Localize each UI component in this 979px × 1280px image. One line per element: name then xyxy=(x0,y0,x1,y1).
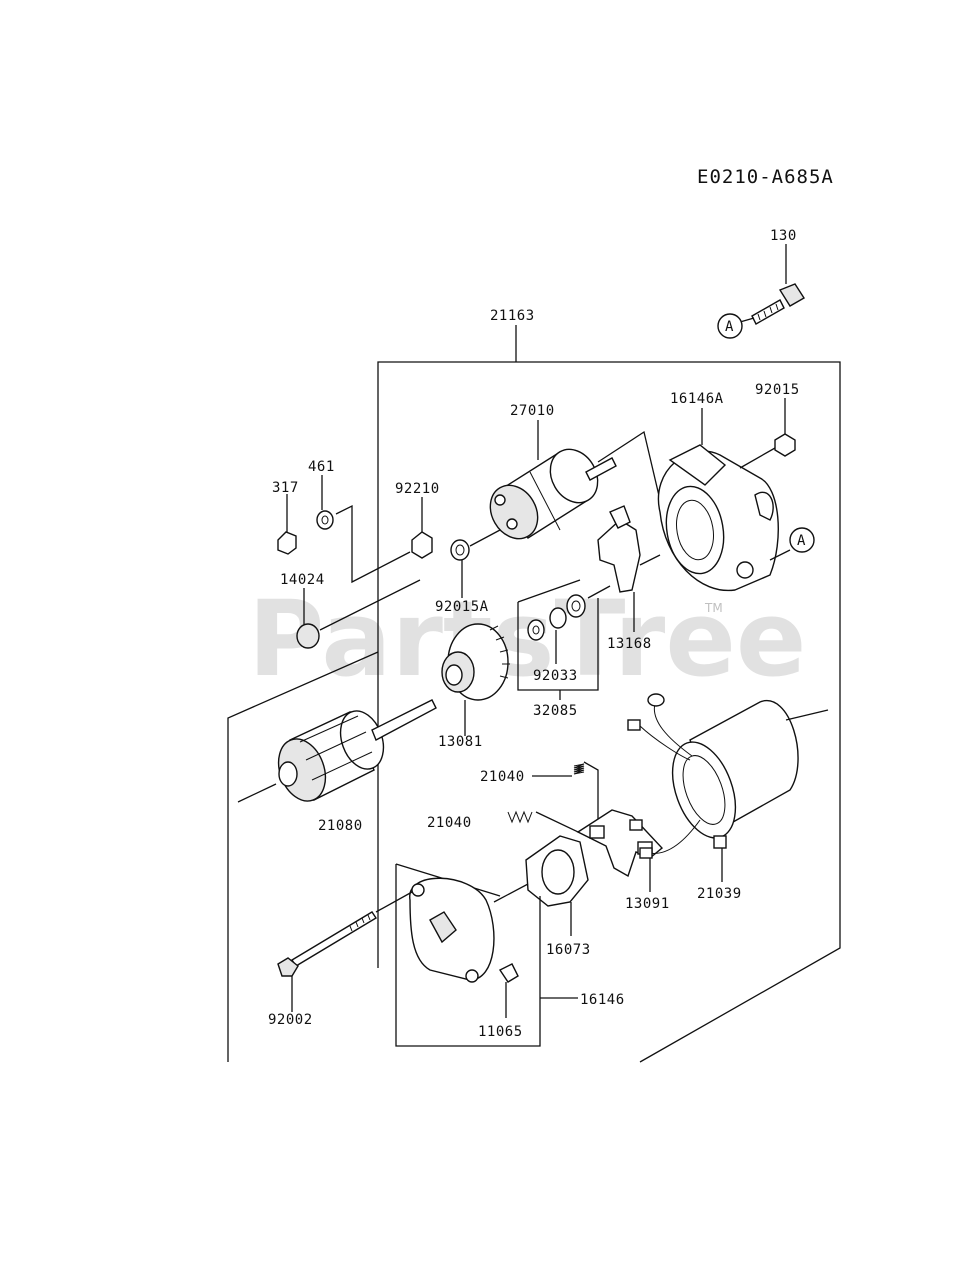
collar[interactable] xyxy=(566,594,586,618)
spring-21040-lower[interactable] xyxy=(507,810,533,824)
label-92015[interactable]: 92015 xyxy=(755,382,800,398)
label-21040-upper[interactable]: 21040 xyxy=(480,769,525,785)
label-14024[interactable]: 14024 xyxy=(280,572,325,588)
label-317[interactable]: 317 xyxy=(272,480,299,496)
label-92210[interactable]: 92210 xyxy=(395,481,440,497)
label-13168[interactable]: 13168 xyxy=(607,636,652,652)
label-130[interactable]: 130 xyxy=(770,228,797,244)
armature-21080[interactable] xyxy=(270,699,437,808)
label-92015A[interactable]: 92015A xyxy=(435,599,489,615)
through-bolt-92002[interactable] xyxy=(277,911,377,977)
screw-11065[interactable] xyxy=(498,963,519,983)
label-32085[interactable]: 32085 xyxy=(533,703,578,719)
bolt-130[interactable] xyxy=(739,283,805,325)
svg-text:A: A xyxy=(725,319,734,335)
bushing-14024[interactable] xyxy=(296,623,320,649)
washer-92015A[interactable] xyxy=(450,539,470,561)
label-21039[interactable]: 21039 xyxy=(697,886,742,902)
washer-92033-a[interactable] xyxy=(527,619,545,641)
label-13091[interactable]: 13091 xyxy=(625,896,670,912)
label-21163[interactable]: 21163 xyxy=(490,308,535,324)
assembly-outline xyxy=(227,325,841,1063)
plate-16073[interactable] xyxy=(525,835,589,907)
label-21080[interactable]: 21080 xyxy=(318,818,363,834)
label-92002[interactable]: 92002 xyxy=(268,1012,313,1028)
label-11065[interactable]: 11065 xyxy=(478,1024,523,1040)
svg-text:A: A xyxy=(797,533,806,549)
rear-cover-16146[interactable] xyxy=(395,863,541,1047)
label-13081[interactable]: 13081 xyxy=(438,734,483,750)
ref-marker-a-top: A xyxy=(717,313,743,339)
shift-lever-13168[interactable] xyxy=(597,505,641,593)
nut-92210[interactable] xyxy=(411,531,433,559)
diagram-code: E0210-A685A xyxy=(697,166,834,188)
ring-92033-b[interactable] xyxy=(549,607,567,629)
washer-461[interactable] xyxy=(316,510,334,530)
pinion-clutch-13081[interactable] xyxy=(441,623,510,701)
ref-marker-a-housing: A xyxy=(789,527,815,553)
label-16146[interactable]: 16146 xyxy=(580,992,625,1008)
watermark-trademark: TM xyxy=(704,601,723,615)
label-21040-lower[interactable]: 21040 xyxy=(427,815,472,831)
nut-92015[interactable] xyxy=(774,433,796,457)
yoke-field-coil[interactable] xyxy=(627,693,799,859)
spring-21040-upper[interactable] xyxy=(573,763,585,775)
label-461[interactable]: 461 xyxy=(308,459,335,475)
label-16146A[interactable]: 16146A xyxy=(670,391,724,407)
nut-317[interactable] xyxy=(277,531,297,555)
solenoid-27010[interactable] xyxy=(481,441,617,547)
label-16073[interactable]: 16073 xyxy=(546,942,591,958)
front-housing-16146A[interactable] xyxy=(657,444,779,592)
label-27010[interactable]: 27010 xyxy=(510,403,555,419)
watermark: PartsTree xyxy=(248,578,806,700)
label-92033[interactable]: 92033 xyxy=(533,668,578,684)
